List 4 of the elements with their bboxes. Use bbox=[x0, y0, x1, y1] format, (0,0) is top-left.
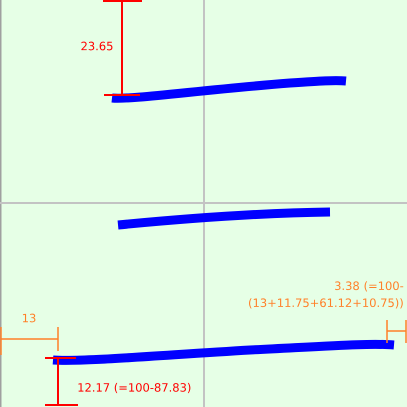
dimension-label: 12.17 (=100-87.83) bbox=[78, 382, 190, 394]
dimension-label: 3.38 (=100-(13+11.75+61.12+10.75)) bbox=[249, 281, 404, 308]
dimension-label: 23.65 bbox=[81, 42, 112, 50]
dimension-label: 13 bbox=[22, 314, 36, 322]
